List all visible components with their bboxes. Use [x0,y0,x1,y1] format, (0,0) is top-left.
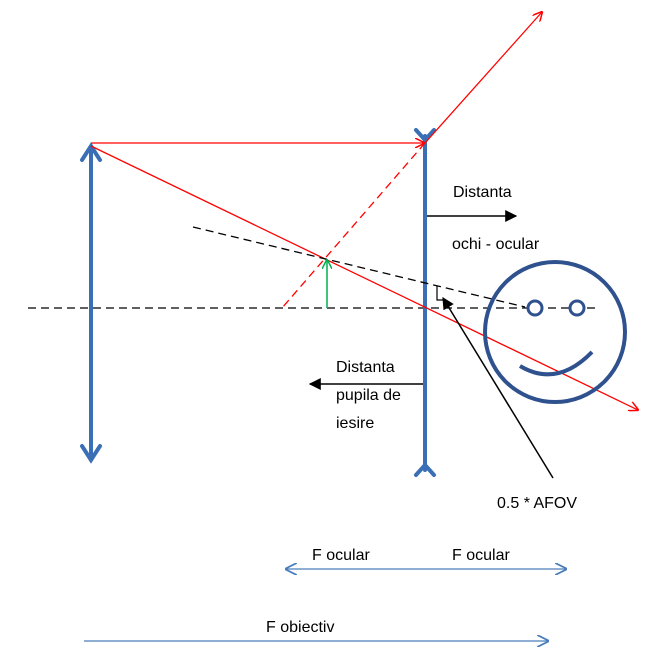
eye-relief-label-line2: ochi - ocular [452,236,540,253]
afov-pointer [442,296,554,479]
focal-ocular-left-label: F ocular [312,547,370,564]
left-eye [526,299,544,317]
refracted-ray-upper [424,12,542,144]
focal-objective-label: F obiectiv [266,619,334,636]
chief-ray [90,145,638,410]
smile [518,350,594,377]
exit-pupil-label-line2: pupila de [336,387,401,404]
objective-lens [80,142,102,464]
afov-label: 0.5 * AFOV [497,495,577,512]
right-eye [568,299,586,317]
observer-face [483,260,627,404]
face-outline [483,260,627,404]
light-rays [90,12,638,410]
virtual-ray-extension [281,142,426,309]
eyepiece-lens [414,128,436,477]
exit-pupil-label-line3: iesire [336,415,374,432]
angle-marker [436,286,444,301]
sight-line [192,226,526,308]
exit-pupil-label-line1: Distanta [336,359,395,376]
focal-ocular-right-label: F ocular [452,547,510,564]
focal-dimensions [84,569,566,641]
eye-relief-label-line1: Distanta [453,184,512,201]
